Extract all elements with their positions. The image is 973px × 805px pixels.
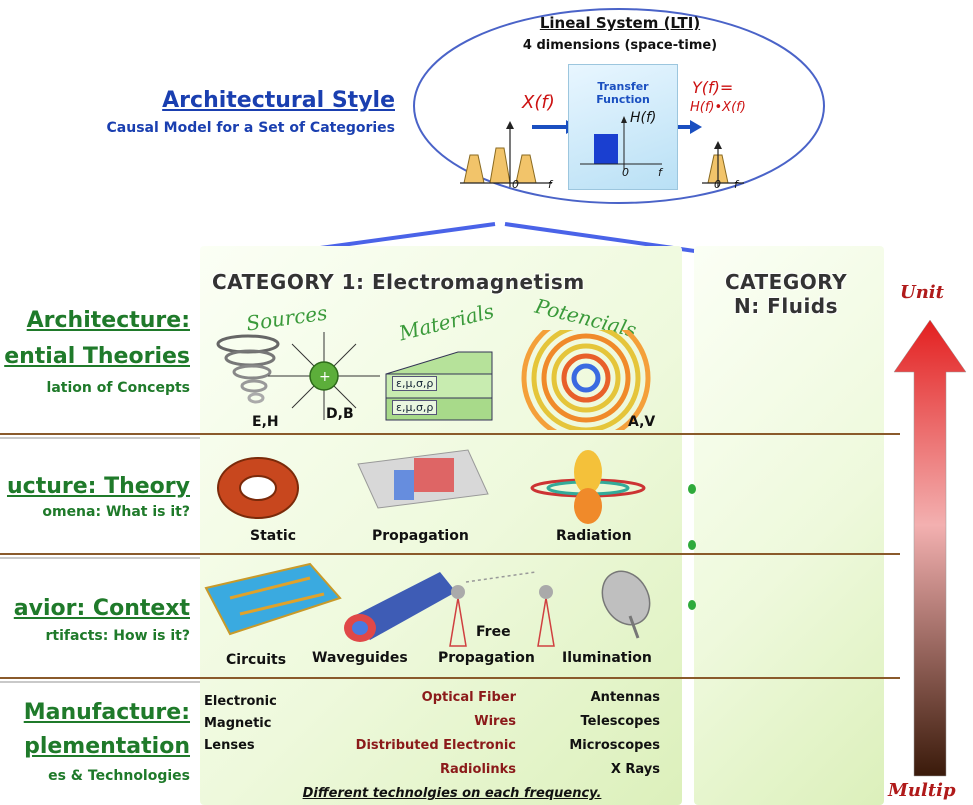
- label-radiation: Radiation: [556, 528, 632, 544]
- row1-graphics: +: [216, 330, 651, 430]
- left-row1-title2: ential Theories: [4, 344, 190, 369]
- radiation-icon: [530, 450, 646, 524]
- lti-title: Lineal System (LTI): [539, 14, 701, 32]
- label-ilumination: Ilumination: [562, 650, 652, 666]
- transfer-function-plot: [580, 116, 662, 170]
- dish-icon: [601, 570, 651, 639]
- left-row1-title: Architecture:: [26, 308, 190, 333]
- separator-3: [0, 677, 900, 679]
- separator-2-gray: [0, 557, 200, 559]
- tech-telescopes: Telescopes: [580, 714, 660, 729]
- categoryN-panel: [694, 246, 884, 805]
- input-zero: 0: [512, 178, 519, 191]
- output-f: f: [734, 178, 738, 191]
- label-av: A,V: [628, 414, 656, 430]
- tech-wires: Wires: [474, 714, 516, 729]
- header-title: Architectural Style: [162, 88, 395, 113]
- toroid-icon: [217, 457, 299, 519]
- tech-electronic: Electronic: [204, 694, 277, 709]
- left-row3-sub: rtifacts: How is it?: [45, 628, 191, 644]
- tech-x-rays: X Rays: [610, 762, 660, 777]
- row3-graphics: [204, 562, 651, 647]
- label-circuits: Circuits: [226, 652, 287, 668]
- transfer-function-h: H(f): [630, 110, 657, 126]
- tech-optical-fiber: Optical Fiber: [421, 690, 516, 705]
- separator-1: [0, 433, 900, 435]
- tech-antennas: Antennas: [590, 690, 660, 705]
- transfer-function-box: [568, 64, 678, 190]
- circuit-icon: [204, 562, 342, 636]
- svg-text:+: +: [319, 369, 331, 385]
- label-db: D,B: [326, 406, 354, 422]
- label-free: Free: [476, 624, 511, 640]
- lti-output-formula: H(f)•X(f): [690, 100, 746, 115]
- scale-bottom-label: Multip: [888, 780, 956, 801]
- tech-microscopes: Microscopes: [569, 738, 660, 753]
- tf-f: f: [658, 166, 662, 179]
- tornado-icon: [216, 334, 280, 404]
- tech-distributed-electronic: Distributed Electronic: [355, 738, 516, 753]
- antenna-tower-icon: [449, 571, 555, 647]
- categoryN-title2: N: Fluids: [733, 294, 839, 318]
- scale-top-label: Unit: [900, 282, 944, 303]
- input-f: f: [548, 178, 552, 191]
- left-row2-sub: omena: What is it?: [42, 504, 190, 520]
- left-row4-title2: plementation: [24, 734, 190, 759]
- potential-rings-icon: [521, 330, 651, 430]
- waveguide-icon: [344, 572, 456, 642]
- label-eh: E,H: [252, 414, 279, 430]
- lti-output: Y(f)=: [692, 78, 734, 97]
- tech-magnetic: Magnetic: [204, 716, 272, 731]
- lti-input: X(f): [522, 92, 555, 113]
- separator-2: [0, 553, 900, 555]
- output-zero: 0: [714, 178, 721, 191]
- separator-1-gray: [0, 437, 200, 439]
- label-waveguides: Waveguides: [312, 650, 408, 666]
- left-row3-title: avior: Context: [13, 596, 190, 621]
- left-row4-title: Manufacture:: [23, 700, 190, 725]
- separator-3-gray: [0, 681, 200, 683]
- left-row1-sub: lation of Concepts: [46, 380, 190, 396]
- scale-arrow: [893, 320, 967, 777]
- transfer-function-label: Transfer Function: [596, 80, 650, 106]
- continuation-dot-2: [688, 540, 696, 550]
- lti-subtitle: 4 dimensions (space-time): [522, 38, 718, 53]
- left-row2-title: ucture: Theory: [6, 474, 190, 499]
- continuation-dot-3: [688, 600, 696, 610]
- left-row4-sub: es & Technologies: [48, 768, 190, 784]
- label-free-propagation: Propagation: [438, 650, 535, 666]
- label-propagation: Propagation: [372, 528, 469, 544]
- material-label-2: ε,μ,σ,ρ: [392, 400, 438, 415]
- categoryN-title: CATEGORY: [724, 270, 848, 294]
- continuation-dot-1: [688, 484, 696, 494]
- tech-radiolinks: Radiolinks: [439, 762, 516, 777]
- row2-graphics: [217, 449, 646, 524]
- category1-title: CATEGORY 1: Electromagnetism: [212, 270, 585, 294]
- propagation-icon: [357, 449, 489, 509]
- header-subtitle: Causal Model for a Set of Categories: [106, 120, 396, 136]
- material-label-1: ε,μ,σ,ρ: [392, 376, 438, 391]
- tech-lenses: Lenses: [204, 738, 255, 753]
- tf-zero: 0: [622, 166, 629, 179]
- footer-note: Different technolgies on each frequency.: [302, 786, 602, 801]
- label-static: Static: [250, 528, 297, 544]
